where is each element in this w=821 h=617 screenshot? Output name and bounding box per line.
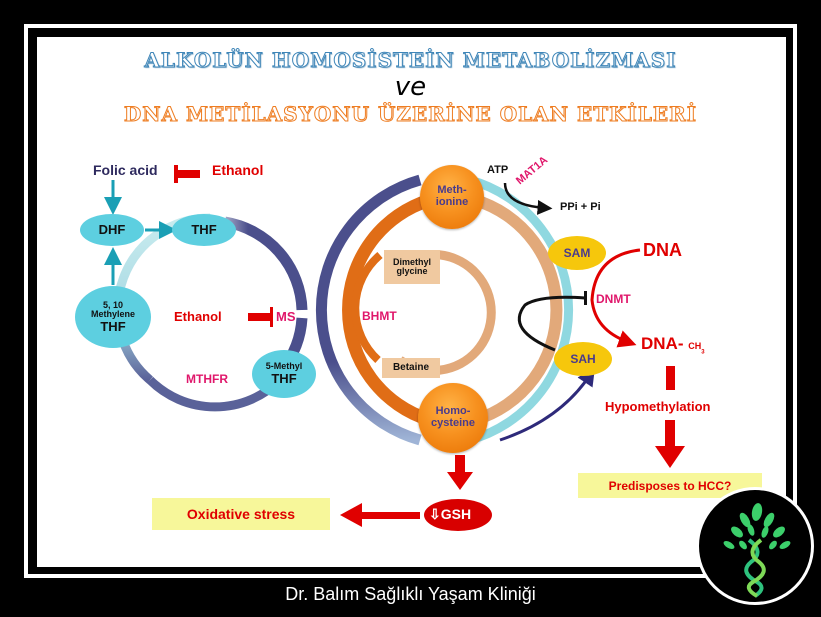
outer-frame-line: [24, 24, 797, 578]
ethanol-inhibits-ms: [248, 307, 273, 327]
clinic-name: Dr. Balım Sağlıklı Yaşam Kliniği: [285, 584, 536, 604]
methyl-thf-node: 5-Methyl THF: [252, 350, 316, 398]
ethanol-label-top: Ethanol: [212, 162, 264, 178]
hypomethylation-bar: [666, 366, 675, 390]
homocysteine-to-gsh-arrow: [447, 455, 473, 490]
gsh-to-oxidative-arrow: [340, 503, 420, 527]
homocysteine-node: Homo-cysteine: [418, 383, 488, 453]
ppi-label: PPi + Pi: [560, 201, 601, 213]
dhf-node: DHF: [80, 214, 144, 246]
title-line-2: DNA METİLASYONU ÜZERİNE OLAN ETKİLERİ: [123, 102, 698, 127]
methionine-node: Meth-ionine: [420, 165, 484, 229]
oxidative-stress-box: Oxidative stress: [152, 498, 330, 530]
ms-label: MS: [276, 309, 296, 324]
hypomethylation-label: Hypomethylation: [605, 399, 711, 414]
dnmt-label: DNMT: [596, 292, 631, 306]
bhmt-label: BHMT: [362, 309, 397, 323]
atp-label: ATP: [487, 164, 509, 176]
gsh-node: [424, 499, 492, 531]
sam-node: SAM: [548, 236, 606, 270]
ethanol-inhibits-folic-acid: [174, 165, 200, 183]
title-connector: ve: [394, 72, 427, 102]
hcc-down-arrow: [655, 420, 685, 468]
folic-acid-label: Folic acid: [93, 162, 158, 178]
dna-ch3-label: DNA- CH3: [641, 334, 705, 356]
methylene-thf-node: 5, 10 Methylene THF: [75, 286, 151, 348]
mthfr-label: MTHFR: [186, 372, 228, 386]
dna-methylation-arrow: [590, 248, 641, 348]
ethanol-label-mid: Ethanol: [174, 309, 222, 324]
sah-inhibits-dnmt: [517, 295, 586, 352]
clinic-logo: [696, 487, 814, 605]
atp-to-ppi-arrow: [503, 182, 553, 215]
dna-label: DNA: [643, 240, 682, 260]
dna-tree-icon: [723, 503, 791, 598]
title-line-1: ALKOLÜN HOMOSİSTEİN METABOLİZMASI: [144, 48, 677, 73]
gsh-label: ⇩GSH: [429, 506, 472, 522]
sah-node: SAH: [554, 342, 612, 376]
hcc-box: Predisposes to HCC?: [578, 473, 762, 498]
thf-node: THF: [172, 214, 236, 246]
betaine-label: Betaine: [382, 358, 440, 378]
